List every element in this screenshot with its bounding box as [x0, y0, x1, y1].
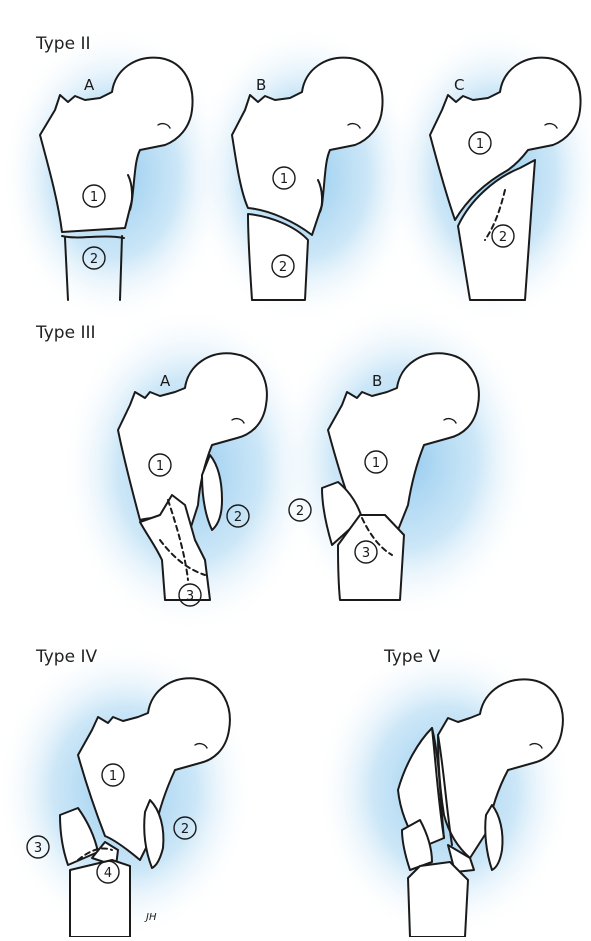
type2-letter-b: B	[256, 76, 266, 94]
fragment-label: 3	[362, 546, 370, 561]
fragment-label: 3	[34, 841, 42, 856]
fragment-label: 2	[90, 252, 98, 267]
fragment-label: 2	[279, 260, 287, 275]
type2-letter-c: C	[454, 76, 464, 94]
femoral-shaft	[70, 860, 130, 937]
type2-title: Type II	[36, 34, 90, 54]
fragment-label: 2	[181, 822, 189, 837]
fragment-label: 1	[476, 137, 484, 152]
fracture-line	[62, 236, 124, 238]
fragment-label: 1	[90, 190, 98, 205]
type3-title: Type III	[36, 323, 96, 343]
fragment-label: 2	[499, 230, 507, 245]
femoral-shaft	[408, 862, 468, 937]
fragment-label: 3	[186, 589, 194, 604]
type4-title: Type IV	[36, 647, 97, 667]
fragment-label: 2	[234, 510, 242, 525]
artist-signature: JH	[144, 912, 157, 923]
type2-letter-a: A	[84, 76, 95, 94]
fragment-label: 4	[104, 866, 112, 881]
fragment-label: 1	[156, 459, 164, 474]
fragment-label: 2	[296, 504, 304, 519]
fragment-label: 1	[280, 172, 288, 187]
type3-letter-a: A	[160, 372, 171, 390]
type3-letter-b: B	[372, 372, 382, 390]
type5-title: Type V	[384, 647, 440, 667]
fragment-label: 1	[372, 456, 380, 471]
fragment-label: 1	[109, 769, 117, 784]
